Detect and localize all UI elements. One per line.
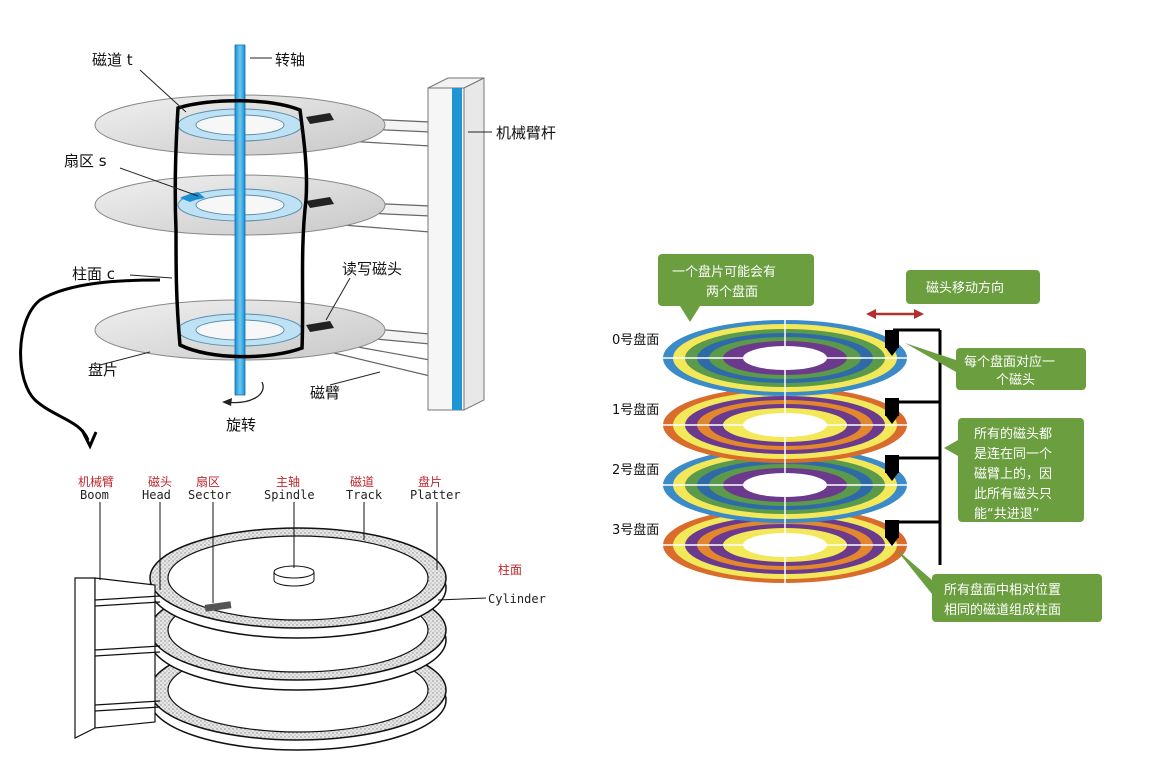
svg-text:磁头: 磁头 [148,474,172,489]
surface-label-3: 3号盘面 [612,522,659,538]
svg-text:所有的磁头都: 所有的磁头都 [974,426,1052,442]
arm-column [427,77,485,411]
bottom-left-diagram: 机械臂 Boom 磁头 Head 扇区 Sector 主轴 Spindle 磁道… [74,474,546,751]
cylinder-label: 柱面 c [72,265,115,283]
bottom-spindle [273,565,315,587]
svg-text:Track: Track [346,488,383,502]
svg-text:Head: Head [142,488,171,502]
svg-text:所有盘面中相对位置: 所有盘面中相对位置 [944,582,1061,598]
track-label: 磁道 t [92,51,133,69]
svg-text:Boom: Boom [80,488,109,502]
svg-text:磁道: 磁道 [350,474,374,489]
svg-text:主轴: 主轴 [276,474,300,489]
surface-label-0: 0号盘面 [612,332,659,348]
right-diagram: 0号盘面 1号盘面 2号盘面 3号盘面 一个盘片可能会有 两个盘面 磁头移动方向… [612,254,1102,622]
callout-two-surfaces: 一个盘片可能会有 两个盘面 [658,254,814,322]
svg-text:Spindle: Spindle [264,488,315,502]
surface-label-2: 2号盘面 [612,462,659,478]
callout-move-direction: 磁头移动方向 [906,270,1040,304]
svg-text:相同的磁道组成柱面: 相同的磁道组成柱面 [944,602,1061,618]
surface-disk-2 [663,447,907,523]
spindle-label: 转轴 [275,51,305,69]
arm-label: 磁臂 [310,384,340,402]
svg-text:两个盘面: 两个盘面 [706,284,758,300]
svg-text:个磁头: 个磁头 [996,373,1035,388]
surface-disk-0 [663,320,907,396]
svg-text:Sector: Sector [188,488,231,502]
top-left-diagram: 磁道 t 转轴 机械臂杆 扇区 s 柱面 c 读写磁头 盘片 磁臂 旋转 [19,44,556,450]
sector-label: 扇区 s [64,152,107,170]
svg-text:机械臂: 机械臂 [78,474,114,489]
bottom-label-track: 磁道 Track [346,474,383,502]
bottom-label-cylinder-cn: 柱面 [498,562,522,577]
right-heads [885,330,899,546]
hand-drawn-arrow [19,278,161,450]
hand-drawn-cylinder [173,99,309,359]
arm-pole-label: 机械臂杆 [496,124,556,142]
svg-text:盘片: 盘片 [418,474,442,489]
svg-text:是连在同一个: 是连在同一个 [974,446,1052,462]
top-leader-lines [99,57,492,386]
callout-same-arm: 所有的磁头都 是连在同一个 磁臂上的，因 此所有磁头只 能“共进退” [944,418,1084,522]
rotate-arrow [225,381,264,404]
svg-text:此所有磁头只: 此所有磁头只 [974,487,1052,502]
svg-text:磁头移动方向: 磁头移动方向 [926,280,1004,296]
svg-text:一个盘片可能会有: 一个盘片可能会有 [672,264,776,280]
svg-text:扇区: 扇区 [196,474,220,489]
bottom-label-spindle: 主轴 Spindle [264,474,315,502]
svg-text:Platter: Platter [410,488,461,502]
svg-text:磁臂上的，因: 磁臂上的，因 [974,466,1052,482]
svg-text:能“共进退”: 能“共进退” [974,507,1039,522]
callout-cylinder: 所有盘面中相对位置 相同的磁道组成柱面 [895,548,1102,622]
head-arm-assembly [893,328,942,565]
head-label: 读写磁头 [342,260,402,278]
boom-arm [74,577,161,739]
platter-label: 盘片 [88,361,118,379]
bottom-leader-lines [99,502,487,603]
spindle [234,44,246,396]
bottom-label-platter: 盘片 Platter [410,474,461,502]
read-write-heads [306,113,334,332]
move-direction-arrow [866,309,924,319]
surface-disk-1 [663,387,907,463]
callout-each-head: 每个盘面对应一 个磁头 [905,343,1086,390]
bottom-label-cylinder-en: Cylinder [488,592,546,606]
bottom-label-boom: 机械臂 Boom [78,474,114,502]
rotate-label: 旋转 [226,416,256,434]
bottom-label-head: 磁头 Head [142,474,172,502]
surface-label-1: 1号盘面 [612,402,659,418]
svg-text:每个盘面对应一: 每个盘面对应一 [964,354,1055,370]
bottom-label-sector: 扇区 Sector [188,474,231,502]
